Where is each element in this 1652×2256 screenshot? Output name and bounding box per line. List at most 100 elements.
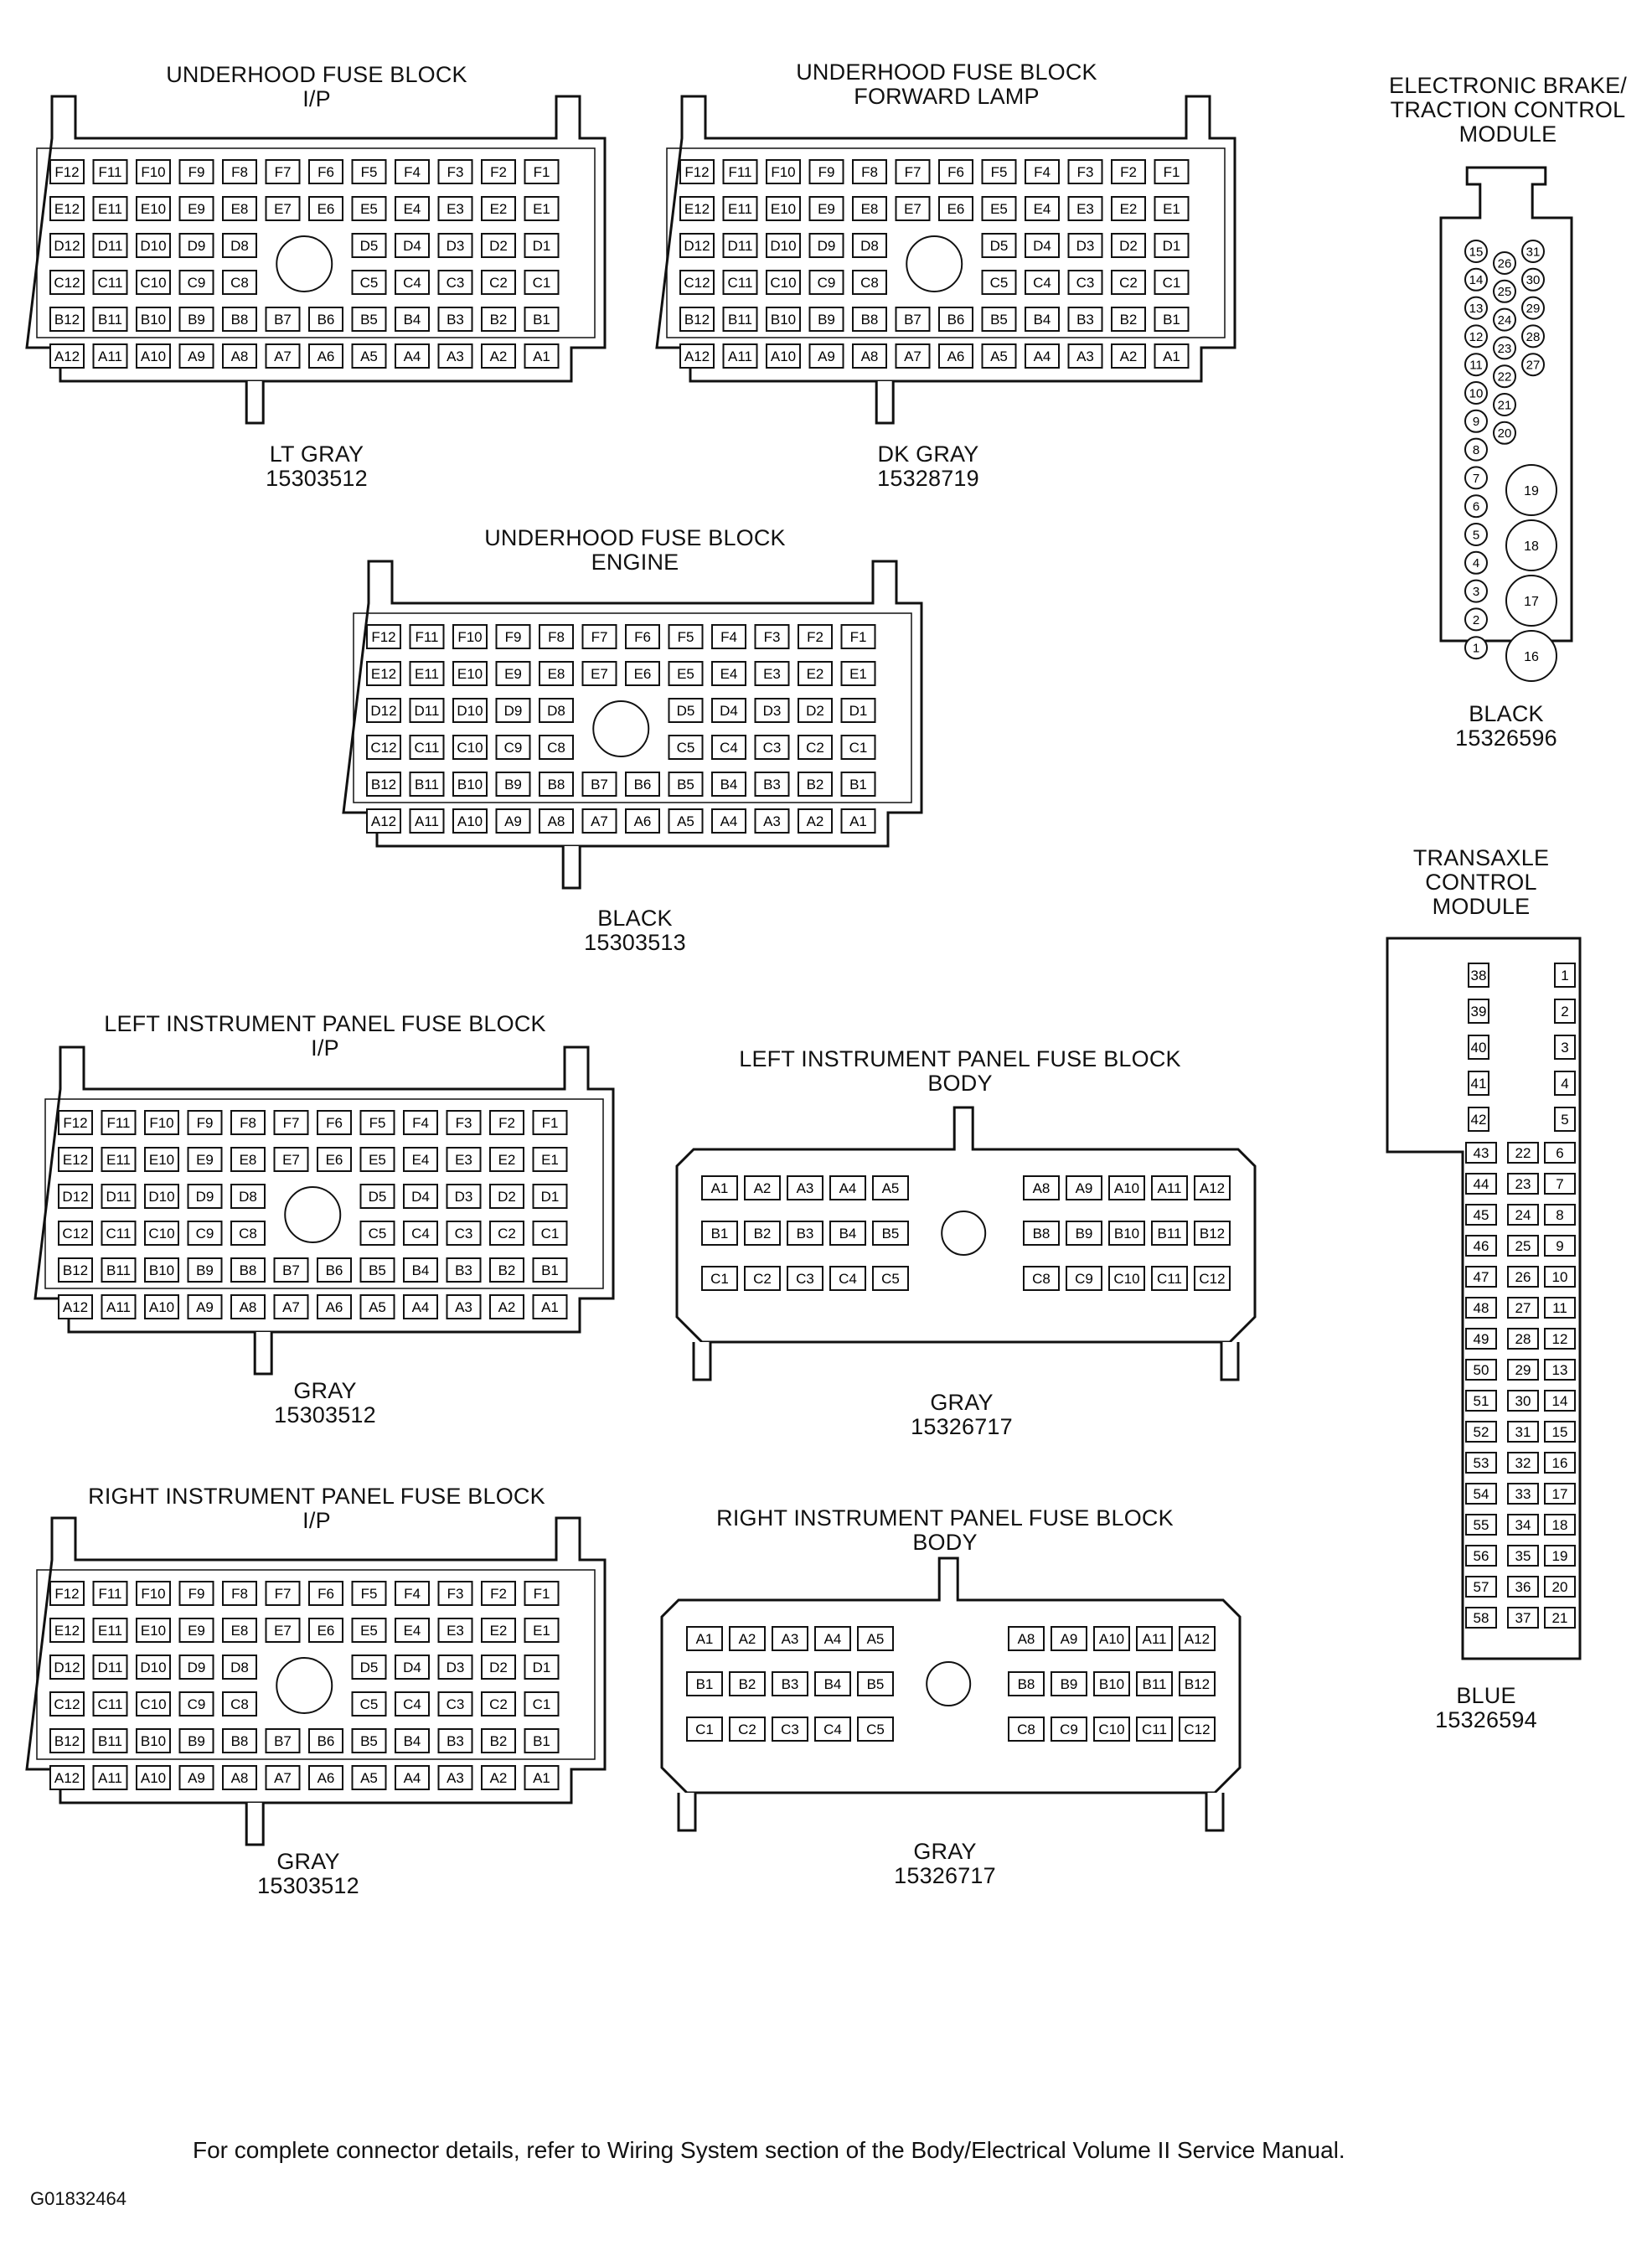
pin-A10: A10 (136, 343, 171, 369)
pin-label: D3 (763, 703, 782, 719)
pin-label: B11 (415, 777, 439, 792)
pin-25: 25 (1507, 1235, 1539, 1257)
pin-label: E2 (498, 1152, 516, 1168)
pin-E8: E8 (222, 196, 257, 221)
pin-label: F11 (728, 164, 751, 180)
pin-B2: B2 (744, 1221, 781, 1246)
pin-label: B12 (1200, 1226, 1225, 1242)
pin-label: 23 (1498, 342, 1512, 356)
pin-E10: E10 (136, 1618, 171, 1643)
pin-label: A8 (1033, 1180, 1051, 1196)
pin-D2: D2 (798, 698, 833, 723)
pin-label: A4 (404, 348, 421, 364)
pin-A9: A9 (187, 1294, 223, 1319)
pin-C3: C3 (754, 735, 790, 760)
pin-label: F12 (54, 1586, 79, 1602)
pin-label: F4 (412, 1115, 429, 1131)
pin-B1: B1 (524, 307, 560, 332)
pin-E2: E2 (481, 1618, 516, 1643)
pin-label: 29 (1526, 302, 1541, 316)
pin-label: F7 (275, 1586, 292, 1602)
pin-B10: B10 (136, 1728, 171, 1753)
pin-F5: F5 (351, 159, 387, 184)
polarizing-tab (253, 1332, 273, 1376)
pin-label: E6 (326, 1152, 343, 1168)
pin-label: C10 (770, 275, 796, 291)
pin-A5: A5 (351, 1765, 387, 1790)
pin-C2: C2 (744, 1266, 781, 1291)
pin-16: 16 (1505, 630, 1557, 682)
pin-D5: D5 (351, 233, 387, 258)
pin-label: C5 (990, 275, 1009, 291)
center-bolt-hole (276, 235, 333, 292)
pin-label: F8 (231, 1586, 248, 1602)
pin-54: 54 (1465, 1483, 1497, 1505)
pin-label: F12 (371, 629, 395, 645)
footnote: For complete connector details, refer to… (193, 2137, 1345, 2163)
pin-label: B11 (1143, 1676, 1167, 1692)
pin-B6: B6 (625, 772, 660, 797)
pin-label: E3 (447, 1623, 464, 1639)
pin-label: 22 (1498, 370, 1512, 385)
pin-label: F7 (905, 164, 922, 180)
pin-label: F6 (317, 1586, 334, 1602)
pin-label: 52 (1474, 1424, 1489, 1440)
pin-B2: B2 (729, 1671, 766, 1696)
pin-B7: B7 (265, 1728, 301, 1753)
pin-label: A8 (861, 348, 879, 364)
pin-label: C8 (239, 1226, 257, 1242)
pin-F6: F6 (625, 624, 660, 649)
pin-C8: C8 (852, 270, 887, 295)
center-bolt-hole (941, 1211, 987, 1256)
pin-F4: F4 (403, 1110, 438, 1135)
pin-F8: F8 (852, 159, 887, 184)
pin-C3: C3 (772, 1717, 808, 1742)
pin-label: 31 (1526, 245, 1541, 259)
pin-F9: F9 (495, 624, 531, 649)
pin-label: 17 (1552, 1486, 1568, 1502)
pin-label: B1 (849, 777, 867, 792)
pin-label: F4 (1034, 164, 1051, 180)
pin-label: E4 (1034, 201, 1051, 217)
pin-label: B10 (771, 312, 796, 328)
pin-label: 40 (1471, 1040, 1487, 1056)
pin-label: E5 (360, 1623, 378, 1639)
pin-E2: E2 (489, 1147, 524, 1172)
pin-E5: E5 (981, 196, 1017, 221)
pin-label: B6 (317, 312, 335, 328)
pin-label: F3 (1077, 164, 1094, 180)
pin-label: 21 (1498, 398, 1512, 412)
pin-label: A10 (1099, 1631, 1124, 1647)
pin-label: B2 (754, 1226, 772, 1242)
pin-B2: B2 (481, 1728, 516, 1753)
pin-A10: A10 (1108, 1175, 1145, 1200)
pin-8: 8 (1544, 1204, 1576, 1226)
pin-label: A12 (63, 1299, 88, 1315)
pin-B3: B3 (437, 307, 473, 332)
pin-label: E9 (504, 666, 522, 682)
pin-label: 19 (1552, 1548, 1568, 1564)
pin-label: C3 (781, 1722, 799, 1737)
pin-E12: E12 (49, 196, 85, 221)
pin-E3: E3 (1067, 196, 1103, 221)
pin-label: F12 (684, 164, 709, 180)
pin-label: A3 (797, 1180, 814, 1196)
pin-label: C3 (796, 1271, 814, 1287)
pin-E1: E1 (532, 1147, 568, 1172)
pin-D5: D5 (359, 1184, 395, 1209)
pin-label: 53 (1474, 1455, 1489, 1471)
pin-A5: A5 (351, 343, 387, 369)
pin-label: C2 (738, 1722, 756, 1737)
pin-A2: A2 (481, 343, 516, 369)
pin-C3: C3 (437, 270, 473, 295)
pin-5: 5 (1554, 1107, 1576, 1132)
pin-label: E1 (1163, 201, 1180, 217)
pin-A6: A6 (308, 1765, 343, 1790)
pin-B2: B2 (489, 1257, 524, 1283)
pin-label: 14 (1469, 273, 1484, 287)
pin-label: A4 (720, 813, 738, 829)
pin-48: 48 (1465, 1297, 1497, 1319)
